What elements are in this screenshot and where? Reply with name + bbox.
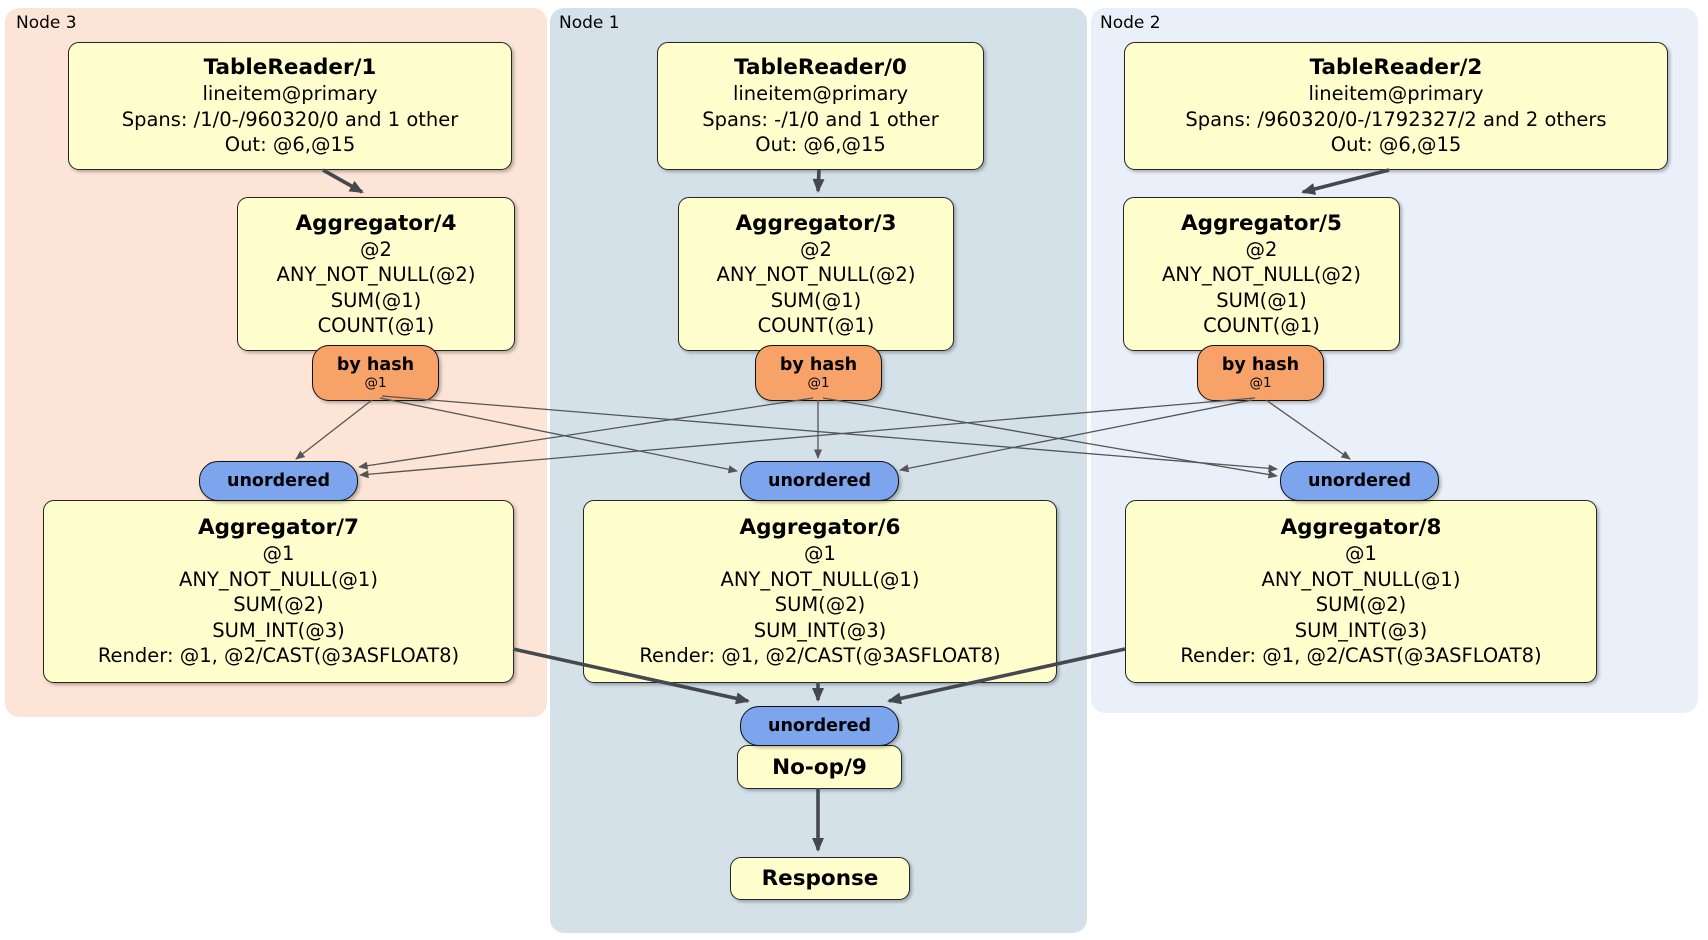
router-label: unordered	[227, 471, 330, 491]
node-detail: Out: @6,@15	[224, 133, 356, 157]
node-detail: ANY_NOT_NULL(@2)	[1162, 263, 1361, 286]
router-label: by hash	[336, 355, 415, 375]
node-detail: SUM(@1)	[1216, 288, 1307, 312]
node-detail: Out: @6,@15	[1330, 133, 1462, 157]
router-label: unordered	[768, 716, 871, 736]
router-columns: @1	[807, 375, 830, 391]
node-title: No-op/9	[772, 754, 867, 780]
aggregator-6-node: Aggregator/6 @1 ANY_NOT_NULL(@1) SUM(@2)…	[583, 500, 1057, 683]
node-detail: ANY_NOT_NULL(@1)	[179, 567, 378, 591]
by-hash-router: by hash @1	[1197, 345, 1324, 401]
aggregator-4-node: Aggregator/4 @2 ANY_NOT_NULL(@2) SUM(@1)…	[237, 197, 515, 351]
table-reader-1-node: TableReader/1 lineitem@primary Spans: /1…	[68, 42, 512, 170]
unordered-synchronizer-final: unordered	[740, 706, 899, 746]
node-detail: SUM_INT(@3)	[1294, 618, 1428, 642]
node-detail: ANY_NOT_NULL(@2)	[716, 263, 916, 286]
node-detail: @2	[800, 237, 832, 261]
node-title: Aggregator/4	[295, 210, 457, 236]
node-detail: Render: @1, @2/CAST(@3ASFLOAT8)	[639, 644, 1001, 668]
node2-panel-label: Node 2	[1100, 13, 1161, 33]
node-detail: SUM(@1)	[330, 288, 422, 312]
unordered-synchronizer: unordered	[199, 461, 358, 501]
node-detail: SUM(@2)	[233, 593, 324, 617]
node-detail: Spans: /960320/0-/1792327/2 and 2 others	[1185, 107, 1607, 131]
node-title: Response	[761, 866, 879, 891]
node-title: Aggregator/8	[1280, 515, 1442, 541]
node-detail: COUNT(@1)	[757, 314, 875, 337]
node-detail: lineitem@primary	[732, 82, 909, 106]
node-detail: lineitem@primary	[1308, 82, 1484, 106]
node-detail: lineitem@primary	[202, 82, 378, 106]
node-detail: SUM_INT(@3)	[753, 618, 887, 642]
node-detail: @2	[360, 237, 392, 261]
node-title: Aggregator/5	[1181, 210, 1342, 236]
router-label: by hash	[1221, 355, 1300, 375]
node-title: TableReader/1	[203, 55, 377, 81]
node3-panel-label: Node 3	[16, 13, 77, 33]
table-reader-0-node: TableReader/0 lineitem@primary Spans: -/…	[657, 42, 984, 170]
node-detail: Spans: /1/0-/960320/0 and 1 other	[121, 107, 459, 131]
node-detail: COUNT(@1)	[1203, 314, 1320, 337]
node-detail: ANY_NOT_NULL(@1)	[1261, 567, 1461, 591]
router-columns: @1	[1249, 375, 1272, 391]
node-detail: SUM_INT(@3)	[212, 618, 345, 642]
node-detail: SUM(@1)	[770, 288, 862, 312]
node-detail: @1	[1345, 542, 1377, 566]
node1-panel-label: Node 1	[559, 13, 620, 33]
aggregator-3-node: Aggregator/3 @2 ANY_NOT_NULL(@2) SUM(@1)…	[678, 197, 954, 351]
by-hash-router: by hash @1	[755, 345, 882, 401]
node-detail: ANY_NOT_NULL(@2)	[276, 263, 476, 286]
node-detail: SUM(@2)	[1315, 593, 1407, 617]
node-title: TableReader/0	[734, 55, 907, 81]
response-node: Response	[730, 857, 910, 900]
node-detail: Render: @1, @2/CAST(@3ASFLOAT8)	[1180, 644, 1542, 668]
no-op-node: No-op/9	[737, 745, 902, 789]
node-detail: Spans: -/1/0 and 1 other	[702, 107, 939, 131]
node-detail: @1	[804, 542, 836, 566]
unordered-synchronizer: unordered	[1280, 461, 1439, 501]
node-detail: ANY_NOT_NULL(@1)	[720, 567, 920, 591]
router-columns: @1	[364, 375, 387, 391]
node-title: TableReader/2	[1309, 55, 1483, 81]
node-title: Aggregator/6	[739, 515, 901, 541]
router-label: unordered	[1308, 471, 1411, 491]
router-label: unordered	[768, 471, 871, 491]
by-hash-router: by hash @1	[312, 345, 439, 401]
node-detail: @1	[262, 542, 295, 566]
node-detail: @2	[1245, 237, 1278, 261]
aggregator-7-node: Aggregator/7 @1 ANY_NOT_NULL(@1) SUM(@2)…	[43, 500, 514, 683]
aggregator-8-node: Aggregator/8 @1 ANY_NOT_NULL(@1) SUM(@2)…	[1125, 500, 1597, 683]
node-detail: Out: @6,@15	[755, 133, 886, 157]
aggregator-5-node: Aggregator/5 @2 ANY_NOT_NULL(@2) SUM(@1)…	[1123, 197, 1400, 351]
node-detail: COUNT(@1)	[317, 314, 435, 337]
node-title: Aggregator/7	[198, 515, 359, 541]
node-detail: Render: @1, @2/CAST(@3ASFLOAT8)	[97, 644, 460, 668]
table-reader-2-node: TableReader/2 lineitem@primary Spans: /9…	[1124, 42, 1668, 170]
router-label: by hash	[779, 355, 858, 375]
node-title: Aggregator/3	[735, 210, 897, 236]
unordered-synchronizer: unordered	[740, 461, 899, 501]
node-detail: SUM(@2)	[774, 593, 866, 617]
